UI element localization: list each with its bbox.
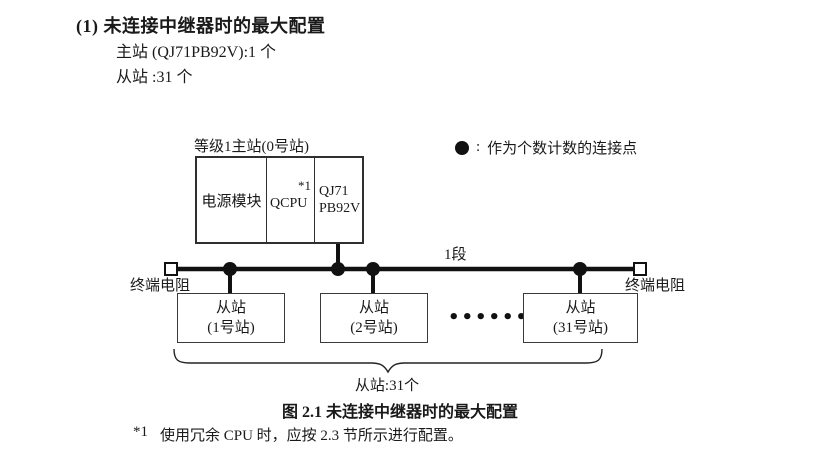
legend-label: 作为个数计数的连接点 xyxy=(487,141,638,157)
connection-point-dot xyxy=(331,262,345,276)
slave-total-label: 从站:31个 xyxy=(354,378,420,394)
legend: : 作为个数计数的连接点 xyxy=(455,137,637,158)
terminator-left-label: 终端电阻 xyxy=(130,278,191,294)
power-module-cell: 电源模块 xyxy=(197,158,267,242)
slave-title: 从站 xyxy=(215,300,246,316)
terminator-left-icon xyxy=(164,262,178,276)
cpu-footnote-ref: *1 xyxy=(298,178,311,193)
slave-station-number: (2号站) xyxy=(350,320,398,336)
slave-station-31-box: 从站 (31号站) xyxy=(523,293,638,343)
master-count-line: 主站 (QJ71PB92V):1 个 xyxy=(116,44,277,61)
slave-group-brace xyxy=(173,348,603,374)
omitted-slaves-ellipsis: •••••• xyxy=(448,307,530,328)
footnote: *1 使用冗余 CPU 时，应按 2.3 节所示进行配置。 xyxy=(133,424,463,445)
connection-point-dot xyxy=(366,262,380,276)
slave-title: 从站 xyxy=(565,300,596,316)
figure-caption: 图 2.1 未连接中继器时的最大配置 xyxy=(281,404,518,421)
qcpu-cell: *1 QCPU xyxy=(267,158,315,242)
slave-station-2-box: 从站 (2号站) xyxy=(320,293,428,343)
segment-label: 1段 xyxy=(444,247,467,263)
slave-title: 从站 xyxy=(358,300,389,316)
connection-point-dot xyxy=(223,262,237,276)
slave-station-1-box: 从站 (1号站) xyxy=(177,293,285,343)
slave-count-line: 从站 :31 个 xyxy=(116,69,193,86)
module-name-line1: QJ71 xyxy=(319,184,349,199)
footnote-marker: *1 xyxy=(133,424,148,440)
connection-point-icon xyxy=(455,140,469,155)
slave-station-number: (31号站) xyxy=(553,320,608,336)
terminator-right-label: 终端电阻 xyxy=(625,278,686,294)
section-heading: (1) 未连接中继器时的最大配置 xyxy=(76,16,326,36)
legend-separator: : xyxy=(476,139,481,155)
master-station-box: 电源模块 *1 QCPU QJ71 PB92V xyxy=(195,156,364,244)
terminator-right-icon xyxy=(633,262,647,276)
footnote-text: 使用冗余 CPU 时，应按 2.3 节所示进行配置。 xyxy=(160,428,463,444)
master-station-label: 等级1主站(0号站) xyxy=(194,139,309,155)
qcpu-label: QCPU xyxy=(270,196,308,211)
module-name-line2: PB92V xyxy=(319,201,361,216)
connection-point-dot xyxy=(573,262,587,276)
qj71pb92v-cell: QJ71 PB92V xyxy=(315,158,362,242)
slave-station-number: (1号站) xyxy=(207,320,255,336)
